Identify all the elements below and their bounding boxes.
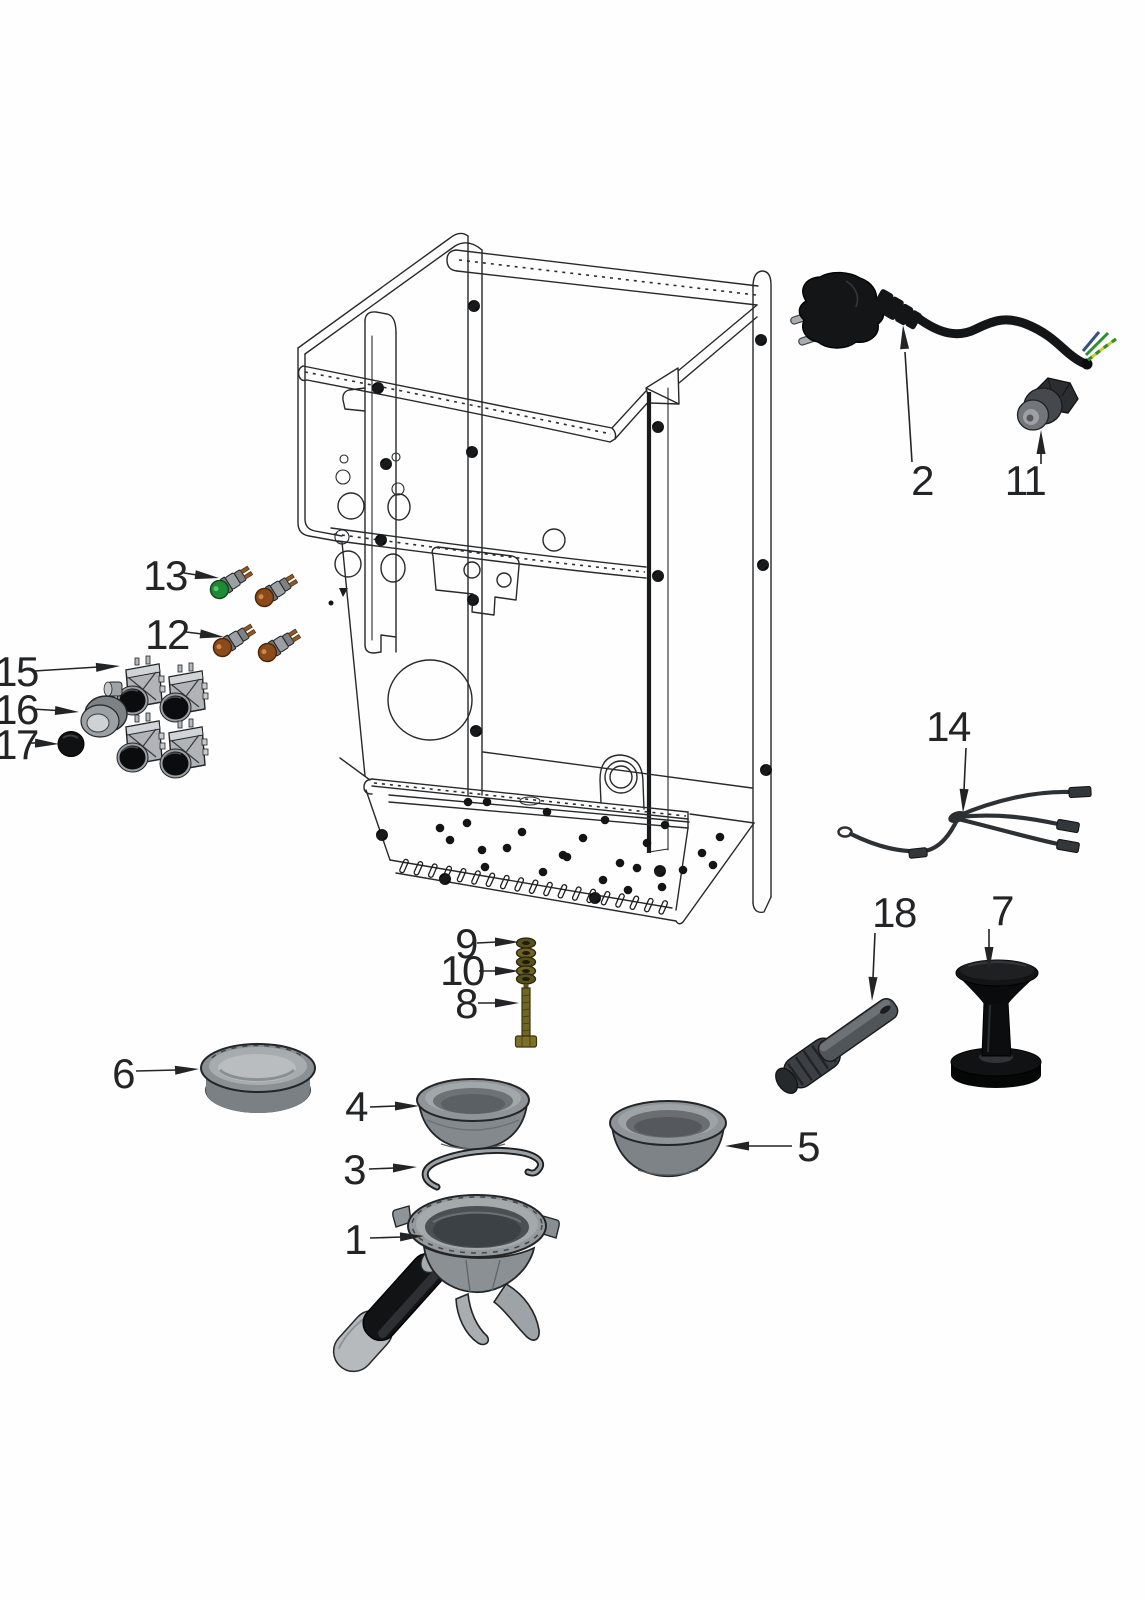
portafilter-drawing	[332, 1194, 560, 1373]
filter-basket-single-drawing	[416, 1078, 530, 1151]
leader-line-3	[368, 1163, 417, 1173]
bolt-drawing	[514, 984, 538, 1048]
callout-label-3: 3	[343, 1146, 366, 1193]
leader-line-9	[476, 937, 519, 947]
leader-lines	[31, 325, 1046, 1242]
callout-label-8: 8	[455, 980, 478, 1027]
rocker-switches-drawing	[103, 655, 209, 779]
callout-label-15: 15	[0, 648, 39, 695]
callout-label-16: 16	[0, 686, 39, 733]
leader-line-2	[900, 325, 913, 463]
callout-label-18: 18	[872, 889, 917, 936]
leader-line-8	[478, 998, 519, 1008]
leader-line-5	[725, 1141, 792, 1151]
callout-label-10: 10	[440, 947, 485, 994]
leader-line-7	[984, 929, 994, 971]
leader-line-17	[31, 738, 59, 748]
crank-handle-drawing	[775, 998, 899, 1094]
callout-label-17: 17	[0, 721, 39, 768]
callout-label-5: 5	[797, 1123, 820, 1170]
chassis-drawing	[297, 232, 773, 925]
callout-label-4: 4	[345, 1083, 368, 1130]
leader-line-4	[369, 1101, 419, 1111]
callout-label-6: 6	[112, 1050, 135, 1097]
leader-line-12	[185, 629, 224, 639]
washer-nut-stack-drawing	[515, 937, 537, 985]
callout-label-7: 7	[991, 887, 1014, 934]
group-ring-drawing	[200, 1043, 316, 1113]
leader-line-16	[31, 706, 79, 715]
cable-gland-drawing	[1016, 377, 1079, 431]
callout-label-12: 12	[145, 611, 190, 658]
callout-label-1: 1	[344, 1216, 367, 1263]
leader-line-6	[135, 1065, 199, 1075]
indicator-lamps-drawing	[209, 563, 303, 663]
tamper-drawing	[950, 959, 1042, 1088]
chassis-screws	[371, 299, 773, 905]
leader-line-1	[369, 1232, 424, 1242]
leader-line-11	[1036, 430, 1046, 464]
callout-label-2: 2	[911, 457, 934, 504]
switch-cap-drawing	[57, 731, 85, 757]
wiring-harness-drawing	[837, 786, 1092, 859]
callout-label-9: 9	[455, 920, 478, 967]
power-cord-drawing	[790, 271, 1117, 370]
spring-clip-drawing	[421, 1147, 545, 1191]
vent-slots	[399, 858, 669, 915]
tray-perforations	[435, 797, 725, 895]
filter-basket-double-drawing	[609, 1100, 727, 1178]
leader-line-15	[33, 662, 120, 672]
leader-line-18	[868, 932, 878, 1001]
leader-line-10	[479, 966, 519, 976]
leader-line-13	[183, 570, 219, 580]
callout-label-14: 14	[926, 703, 971, 750]
callout-label-13: 13	[143, 552, 188, 599]
callout-label-11: 11	[1004, 457, 1047, 504]
bezel-ring-drawing	[80, 695, 128, 738]
leader-line-14	[959, 747, 969, 813]
